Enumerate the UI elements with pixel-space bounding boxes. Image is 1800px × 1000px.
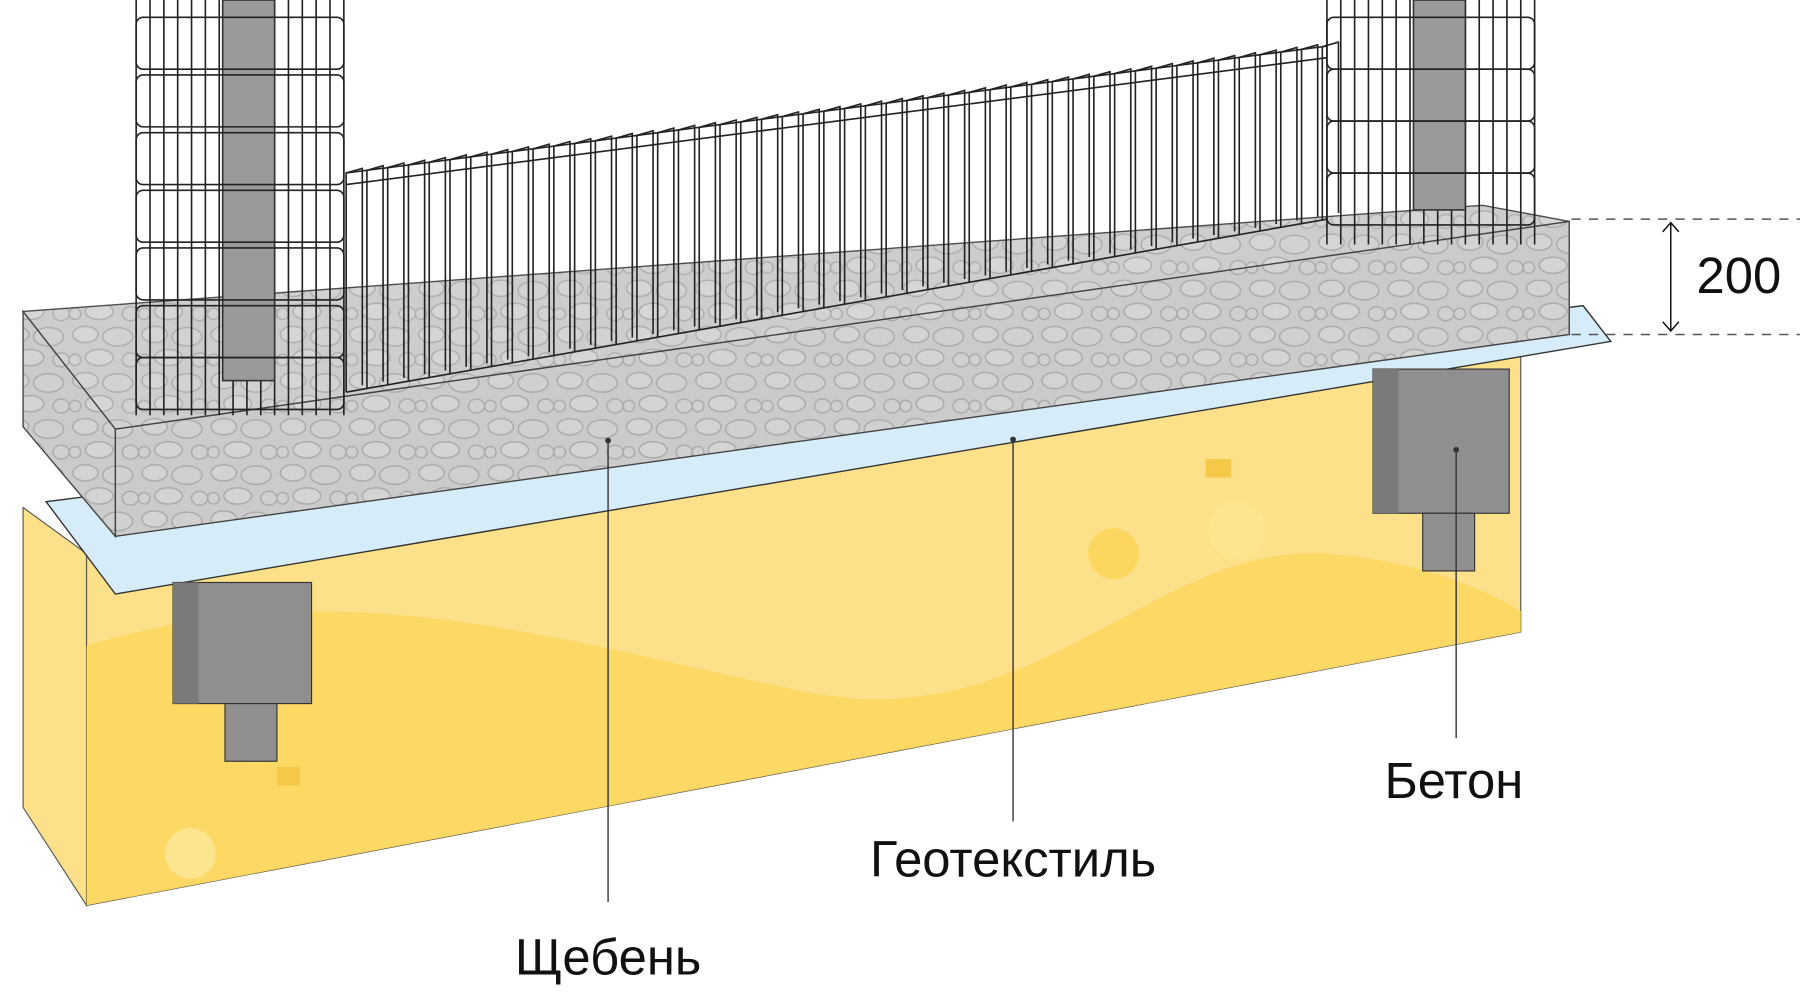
rebar-bar: [864, 100, 883, 301]
rebar-bar: [532, 143, 551, 360]
rebar-bar: [885, 97, 904, 297]
rebar-bar: [823, 105, 841, 308]
rebar-bar: [490, 148, 509, 367]
rebar-bar: [428, 156, 447, 378]
rebar-bar: [386, 161, 405, 385]
concrete-pier-left: [172, 581, 313, 762]
rebar-bar: [1093, 70, 1111, 261]
rebar-bar: [1196, 57, 1215, 242]
rebar-bar: [989, 84, 1007, 279]
leader-lines: [607, 439, 1457, 902]
rebar-bar: [1321, 41, 1340, 220]
rebar-bar: [615, 132, 634, 345]
rebar-bar: [594, 135, 613, 349]
rebar-bar: [843, 102, 862, 305]
rebar-bar: [1300, 43, 1319, 224]
rebar-bar: [573, 137, 592, 352]
rebar-bar: [906, 94, 924, 294]
label-geotextile: Геотекстиль: [870, 831, 1156, 888]
rebar-bar: [1176, 59, 1194, 246]
rebar-bar: [947, 89, 966, 286]
rebar-bar: [1051, 75, 1070, 268]
rebar-bar: [1259, 49, 1277, 231]
rebar-bar: [511, 145, 530, 363]
rebar-bar: [636, 129, 654, 341]
rebar-bar: [366, 164, 384, 389]
rebar-bar: [719, 118, 737, 327]
rebar-bar: [677, 124, 696, 334]
rebar-bar: [1134, 65, 1153, 253]
rebar-bar: [449, 153, 467, 374]
rebar-bar: [553, 140, 571, 356]
gravel-marker: [605, 437, 611, 444]
rebar-bar: [1238, 51, 1257, 235]
label-concrete: Бетон: [1384, 752, 1523, 809]
rebar-bar: [1030, 78, 1049, 272]
rebar-bar: [1155, 62, 1174, 250]
soil-block: [22, 345, 1522, 908]
dimension-marker: [1571, 218, 1800, 336]
rebar-bar: [698, 121, 717, 330]
rebar-cage: [135, 0, 1536, 416]
concrete-pier-right: [1372, 368, 1510, 572]
rebar-bar: [926, 92, 945, 290]
rebar-bar: [1279, 46, 1298, 228]
rebar-bar: [968, 86, 987, 283]
geotextile-marker: [1010, 436, 1016, 443]
rebar-bar: [781, 110, 800, 316]
rebar-bar: [1072, 73, 1091, 264]
rebar-bar: [407, 159, 426, 382]
dimension-value: 200: [1696, 247, 1781, 304]
concrete-marker: [1453, 446, 1460, 453]
rebar-bar: [1217, 54, 1236, 239]
rebar-bar: [802, 108, 821, 312]
rebar-bar: [1009, 81, 1028, 275]
rebar-bar: [656, 127, 675, 338]
rebar-bar: [345, 167, 364, 393]
label-gravel: Щебень: [515, 929, 701, 986]
gravel-slab: [21, 204, 1570, 539]
rebar-bar: [469, 151, 488, 371]
rebar-bar: [760, 113, 779, 319]
rebar-bar: [1113, 67, 1132, 257]
rebar-bar: [739, 116, 758, 323]
